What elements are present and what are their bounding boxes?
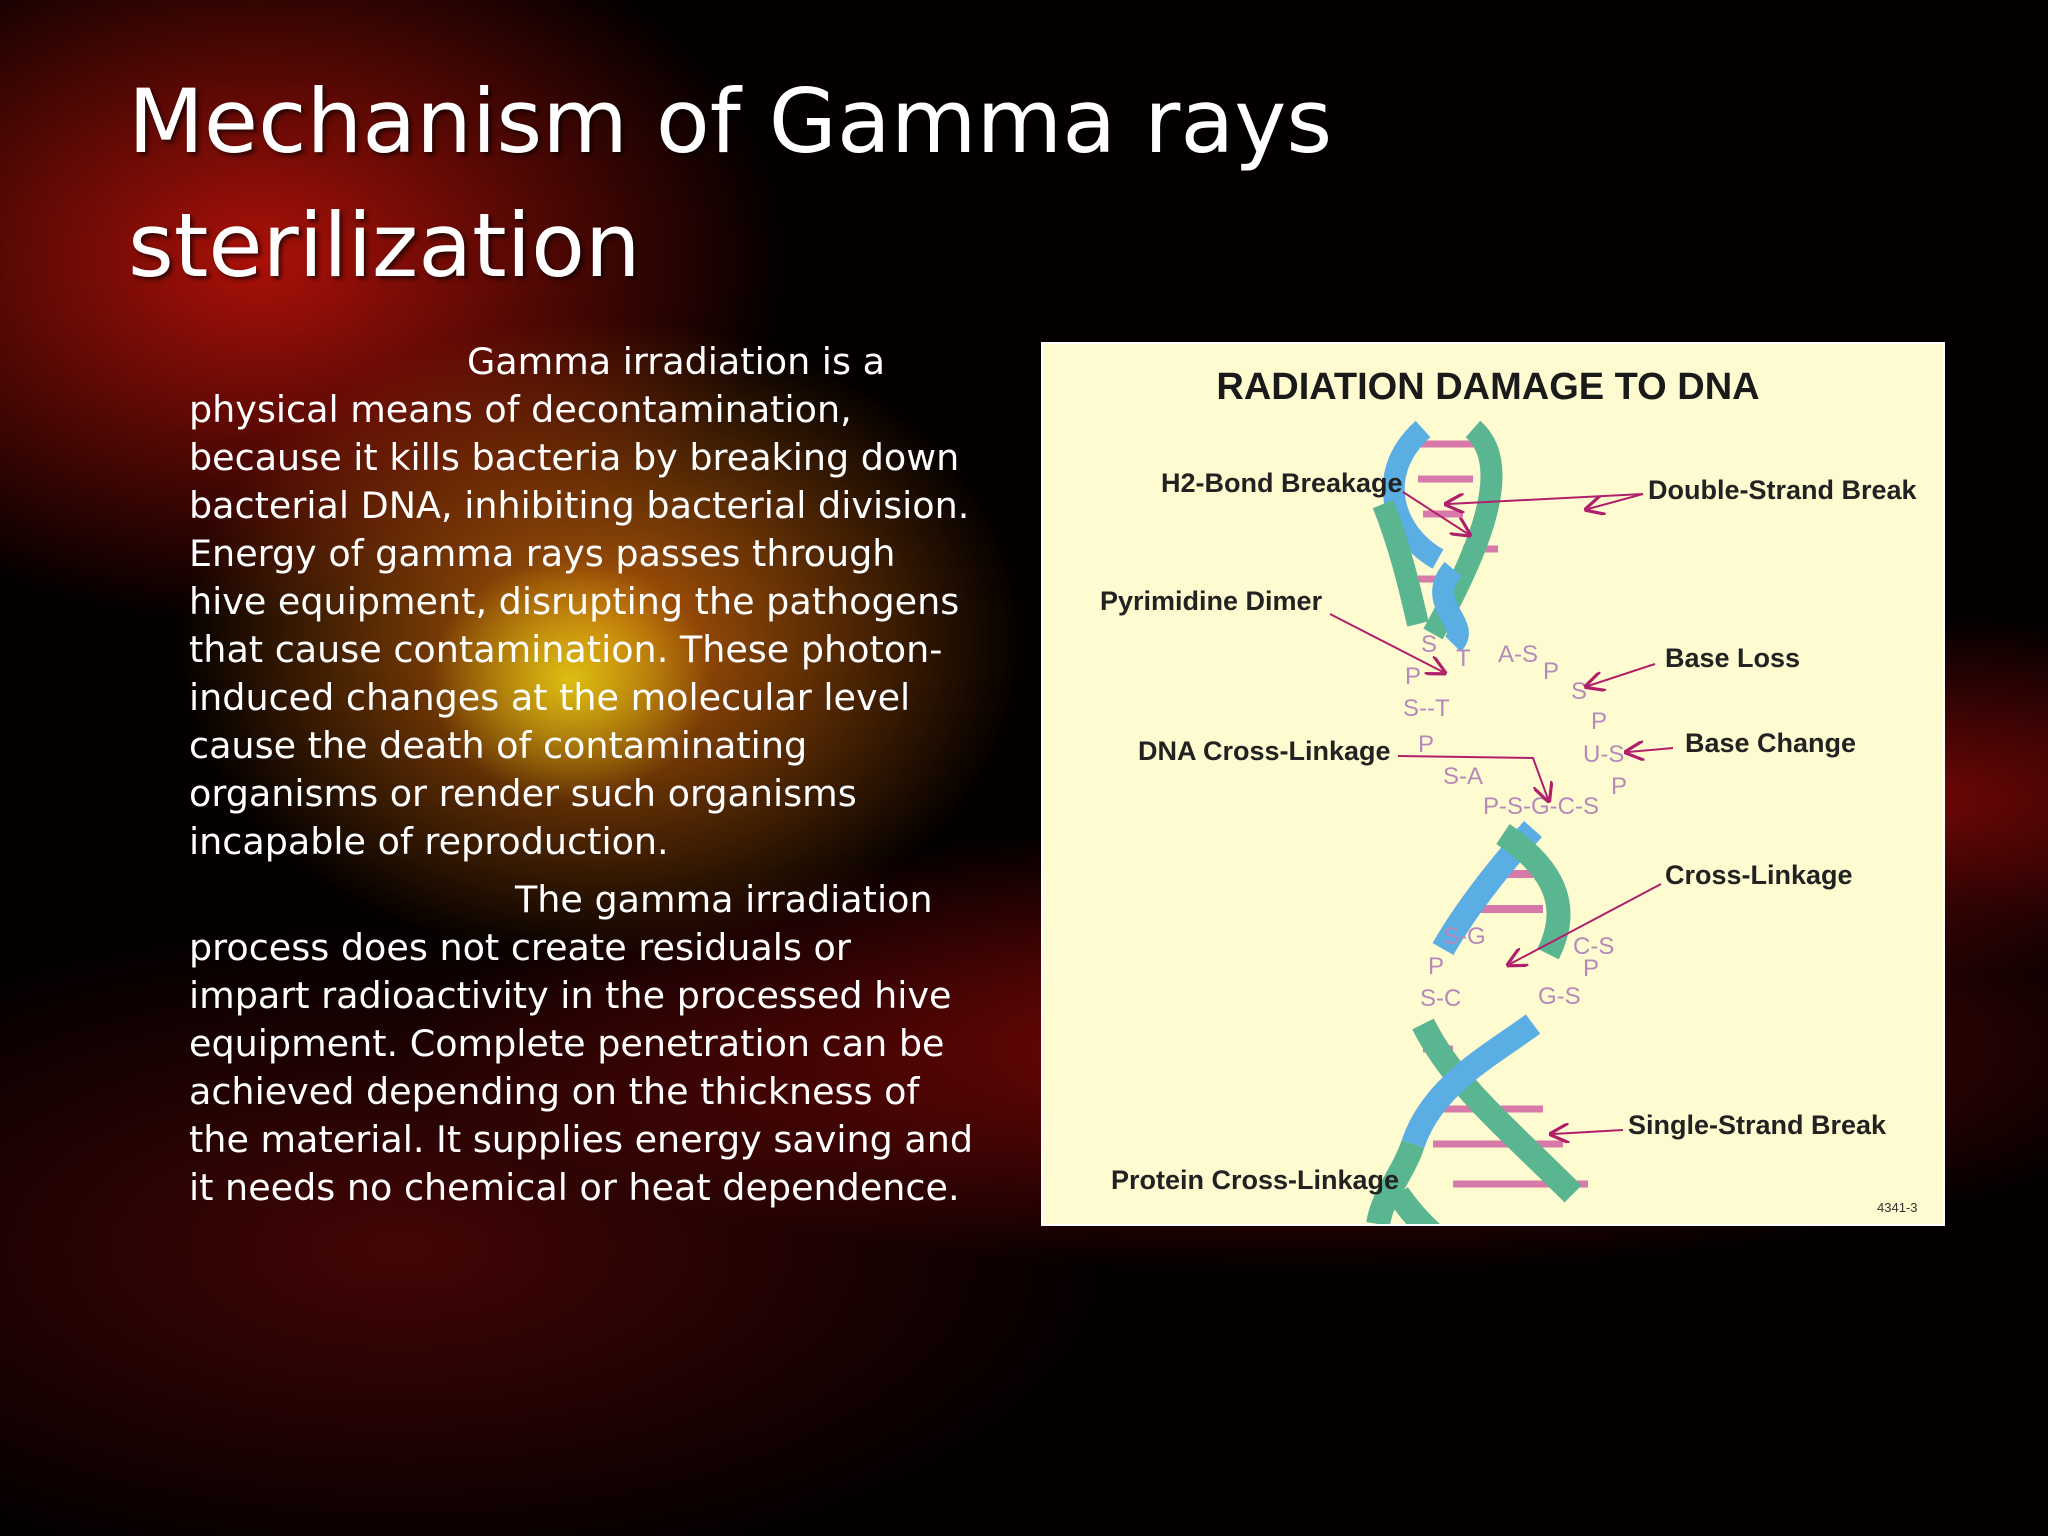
base-b5: A-S xyxy=(1498,641,1538,668)
base-b17: P xyxy=(1583,955,1599,982)
helix-top xyxy=(1372,420,1503,652)
base-b19: G-S xyxy=(1538,983,1581,1010)
figure-code: 4341-3 xyxy=(1877,1200,1917,1215)
base-b16: P xyxy=(1428,953,1444,980)
base-b13: P-S-G-C-S xyxy=(1483,793,1599,820)
base-b3: P xyxy=(1405,663,1421,690)
base-b11: P xyxy=(1418,731,1434,758)
base-b6: P xyxy=(1543,658,1559,685)
dna-damage-figure: RADIATION DAMAGE TO DNA xyxy=(1041,342,1945,1226)
paragraph-1: Gamma irradiation is a physical means of… xyxy=(189,338,979,866)
label-cross-linkage: Cross-Linkage xyxy=(1665,860,1853,890)
label-base-change: Base Change xyxy=(1685,728,1856,758)
label-dna-cross-linkage: DNA Cross-Linkage xyxy=(1138,736,1391,766)
base-b12: S-A xyxy=(1443,763,1483,790)
body-text: Gamma irradiation is a physical means of… xyxy=(189,338,979,1222)
label-pyrimidine-dimer: Pyrimidine Dimer xyxy=(1100,586,1323,616)
paragraph-2: The gamma irradiation process does not c… xyxy=(189,876,979,1212)
base-b2: T xyxy=(1456,645,1471,672)
figure-title: RADIATION DAMAGE TO DNA xyxy=(1216,366,1759,408)
label-base-loss: Base Loss xyxy=(1665,643,1800,673)
base-b7: S xyxy=(1571,678,1587,705)
helix-bottom xyxy=(1366,1014,1588,1224)
base-b4: S--T xyxy=(1403,695,1450,722)
base-letters: S T P S--T A-S P S P U-S P P S-A P-S-G-C… xyxy=(1403,631,1627,1012)
base-b14: S-G xyxy=(1443,923,1486,950)
annotation-arrows xyxy=(1329,491,1674,1134)
label-h2-bond-breakage: H2-Bond Breakage xyxy=(1161,468,1403,498)
label-protein-cross-linkage: Protein Cross-Linkage xyxy=(1111,1165,1399,1195)
paragraph-2-text: The gamma irradiation process does not c… xyxy=(189,878,974,1209)
base-b10: P xyxy=(1611,773,1627,800)
dna-diagram: RADIATION DAMAGE TO DNA xyxy=(1100,366,1918,1224)
label-single-strand-break: Single-Strand Break xyxy=(1628,1110,1887,1140)
base-b15: C-S xyxy=(1573,933,1614,960)
base-b1: S xyxy=(1421,631,1437,658)
label-double-strand-break: Double-Strand Break xyxy=(1648,475,1918,505)
paragraph-1-text: Gamma irradiation is a physical means of… xyxy=(189,340,970,863)
slide-title: Mechanism of Gamma rays sterilization xyxy=(128,70,1333,297)
base-b18: S-C xyxy=(1420,985,1461,1012)
base-b8: P xyxy=(1591,708,1607,735)
base-b9: U-S xyxy=(1583,741,1624,768)
